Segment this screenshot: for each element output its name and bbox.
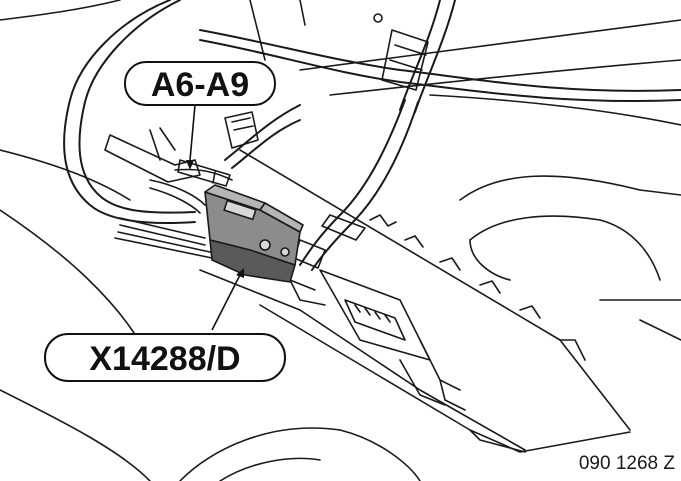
wire-tape: [231, 117, 251, 123]
panel-edge: [339, 429, 421, 481]
wire-harness: [78, 0, 196, 214]
rail-notch: [404, 235, 424, 248]
wire: [117, 231, 211, 253]
cable: [299, 99, 406, 266]
panel-edge: [179, 427, 341, 481]
rail-notch: [519, 305, 541, 319]
cable-sleeve: [389, 59, 423, 71]
trim-rail: [259, 304, 631, 453]
socket-pins: [354, 304, 391, 323]
leader-arrow-x14288d: [236, 268, 244, 278]
console-edge: [469, 215, 661, 281]
callout-label-a6-a9: A6-A9: [151, 66, 249, 104]
socket-housing: [319, 269, 431, 361]
console-edge: [639, 319, 681, 341]
wire-tape: [233, 125, 254, 131]
rail-notch: [439, 257, 461, 271]
wire: [174, 168, 233, 181]
figure-id: 090 1268 Z: [578, 453, 675, 474]
rail-notch: [479, 280, 501, 294]
callout-label-x14288d: X14288/D: [89, 340, 240, 378]
socket-housing: [289, 279, 316, 291]
cable-sleeve: [381, 29, 429, 91]
fuse-insert: [212, 171, 216, 184]
connector-x14288d: [204, 184, 304, 283]
screw-hole: [373, 13, 383, 23]
wire-bundle: [224, 104, 301, 161]
fuse-insert: [177, 159, 231, 187]
panel-edge: [0, 389, 151, 481]
console-edge: [459, 175, 681, 201]
socket-housing: [439, 379, 466, 411]
rail-notch: [369, 214, 397, 227]
panel-edge: [219, 457, 321, 481]
leader-line-a6-a9: [189, 104, 196, 161]
trim-rail: [239, 149, 631, 431]
trim-panel-edge: [329, 59, 681, 96]
socket-housing: [399, 359, 446, 406]
wire: [114, 237, 213, 259]
leader-line-x14288d: [211, 274, 241, 331]
wire-harness: [199, 39, 681, 102]
panel-edge: [0, 0, 121, 21]
socket-housing: [344, 299, 406, 341]
trim-rail: [469, 429, 526, 453]
rail-notch: [559, 339, 586, 361]
wire-tape: [224, 111, 259, 149]
leader-arrow-a6-a9: [186, 160, 194, 170]
cable-sleeve: [394, 44, 427, 56]
wire-harness: [199, 29, 681, 92]
trim-panel-edge: [299, 0, 306, 26]
callout-x14288d: X14288/D: [44, 333, 286, 382]
console-edge: [469, 239, 511, 281]
mounting-bracket: [159, 127, 176, 151]
trim-panel-edge: [249, 0, 266, 61]
trim-panel-edge: [299, 19, 681, 71]
mounting-bracket: [149, 129, 161, 161]
wire: [149, 179, 206, 206]
cable-tie: [321, 214, 366, 241]
callout-a6-a9: A6-A9: [124, 61, 276, 106]
trim-panel-edge: [429, 94, 681, 126]
wire: [119, 217, 206, 239]
trim-rail: [199, 269, 526, 451]
wire: [149, 187, 201, 214]
cable: [399, 0, 441, 111]
wire-bundle: [231, 119, 301, 169]
wire: [119, 224, 206, 246]
panel-edge: [0, 149, 131, 201]
mounting-bracket: [104, 134, 201, 183]
cable: [311, 101, 419, 271]
